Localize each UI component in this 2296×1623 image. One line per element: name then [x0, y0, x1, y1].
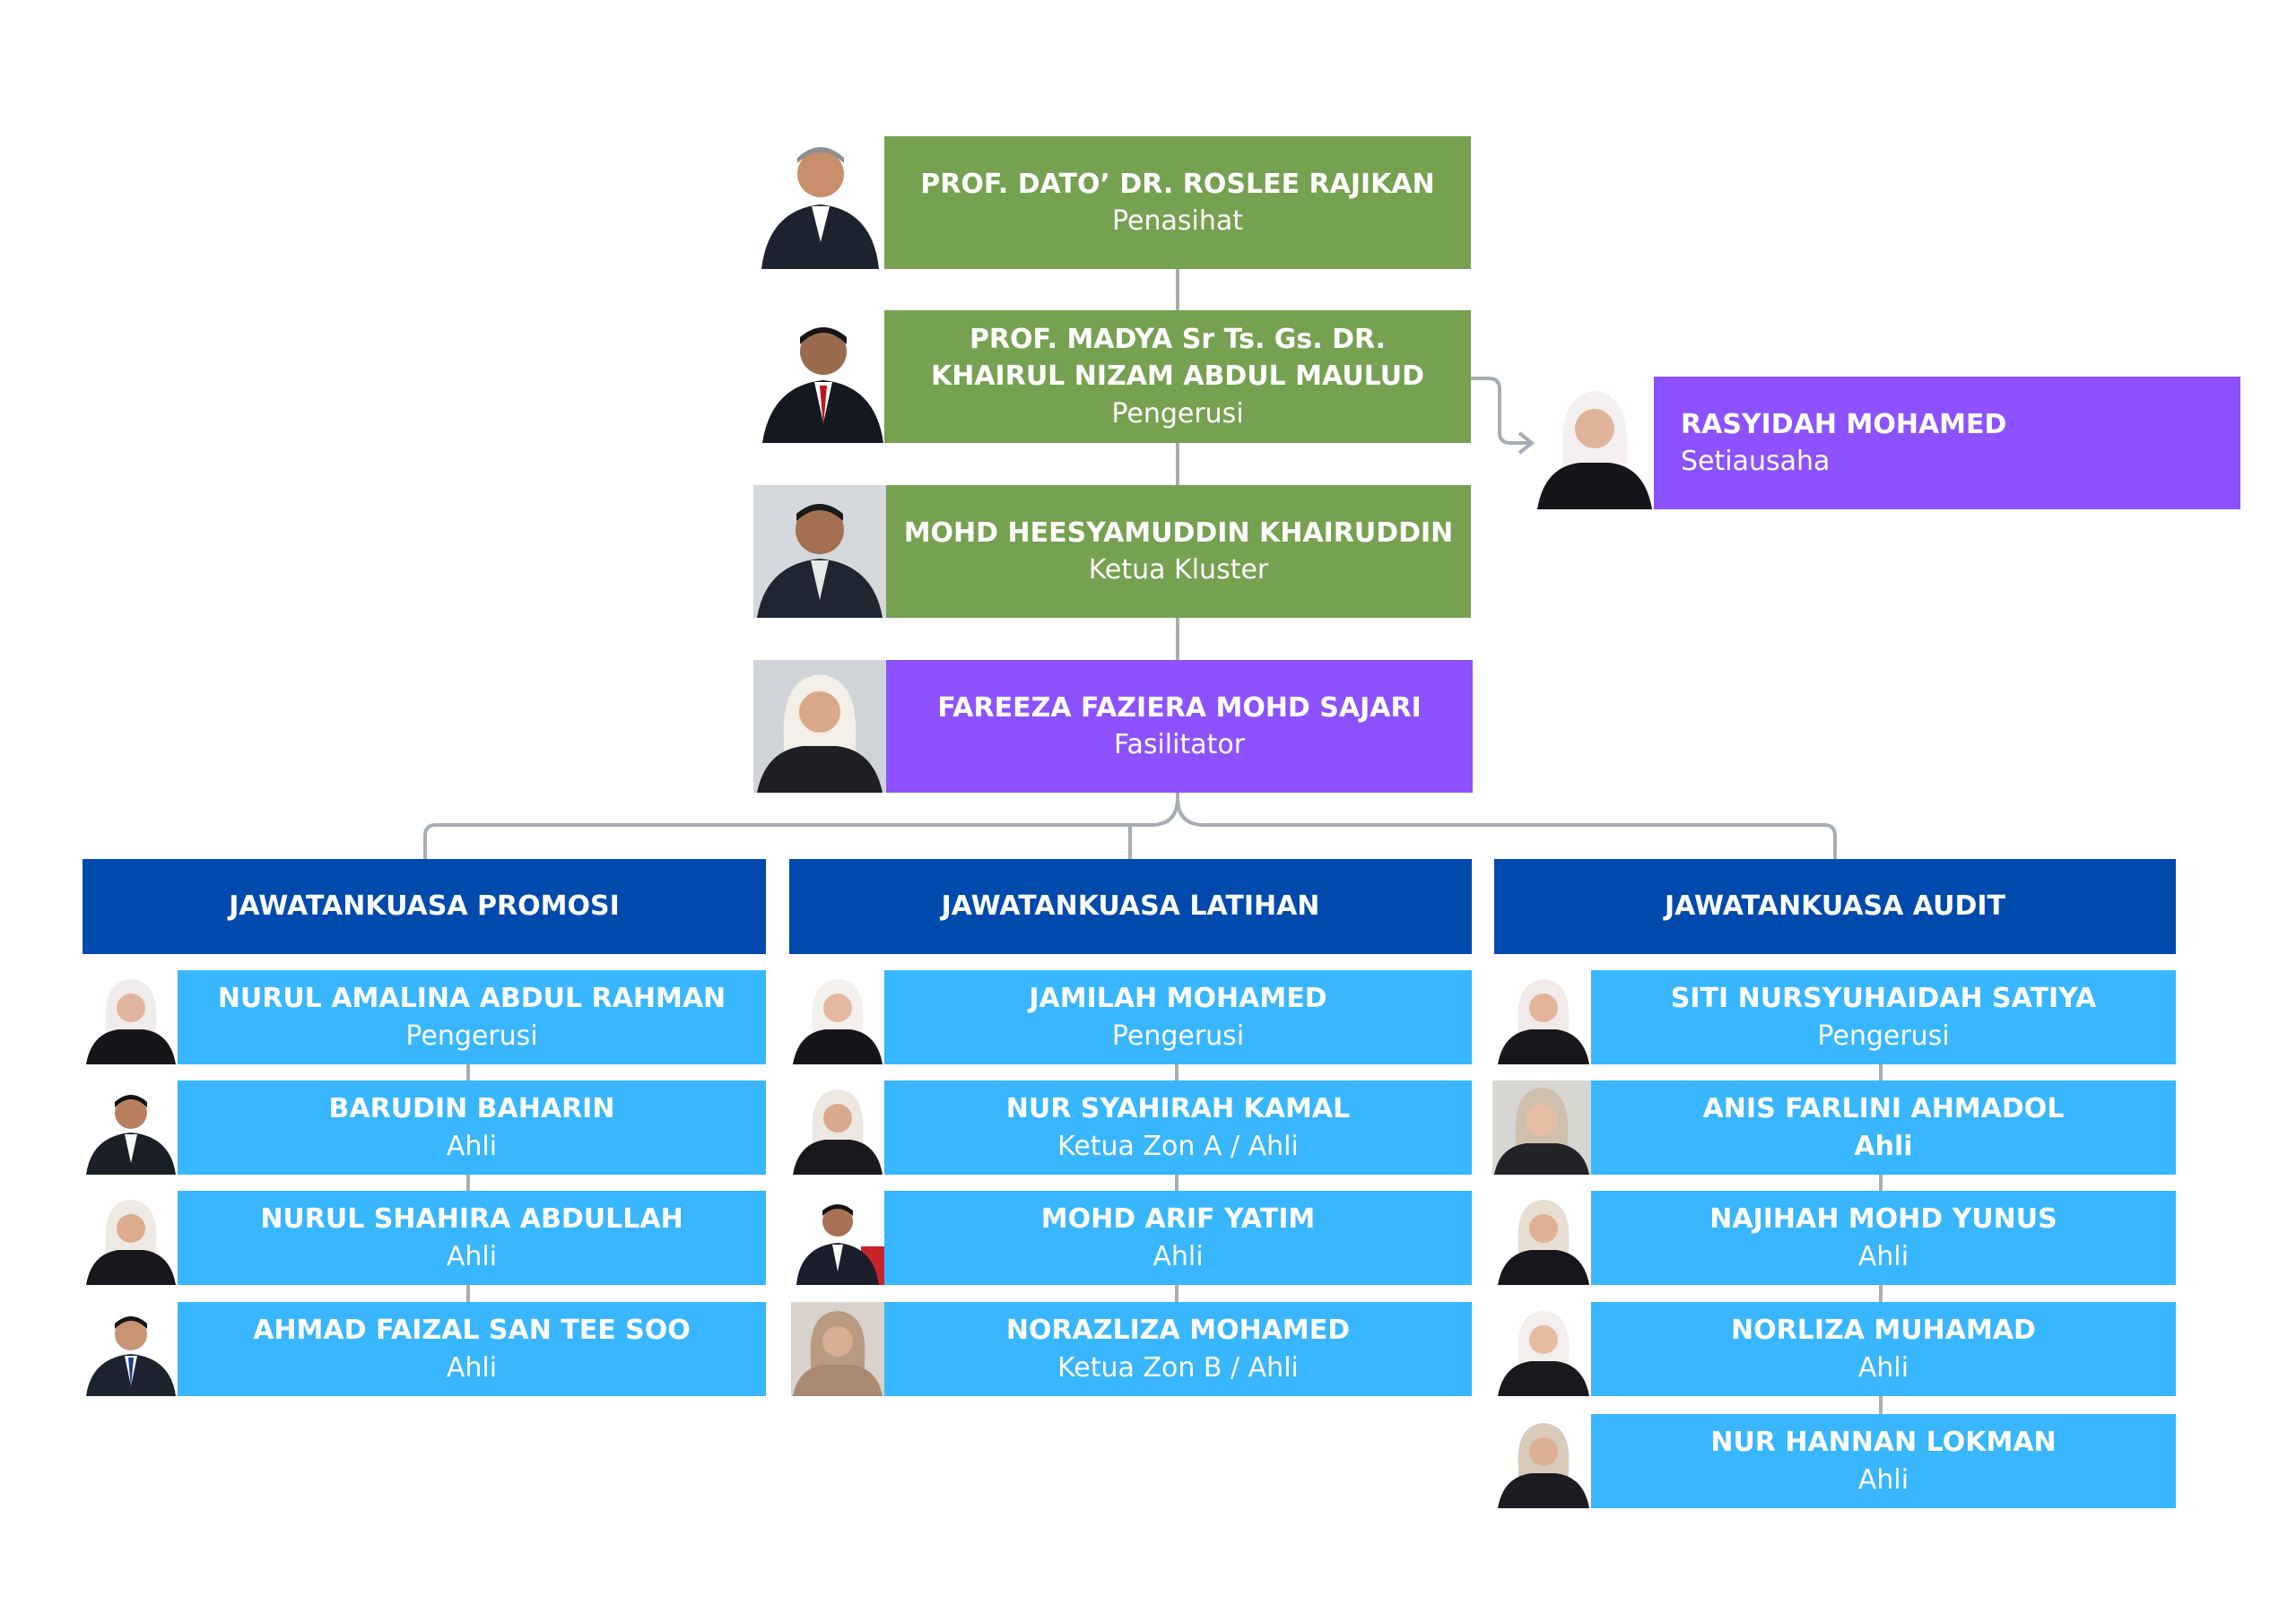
leader-name: MOHD HEESYAMUDDIN KHAIRUDDIN — [903, 516, 1454, 549]
leader-box-pengerusi: PROF. MADYA Sr Ts. Gs. DR. KHAIRUL NIZAM… — [884, 310, 1471, 443]
member-role: Pengerusi — [1111, 1020, 1245, 1052]
member-name: NURUL SHAHIRA ABDULLAH — [260, 1203, 683, 1236]
member-name: ANIS FARLINI AHMADOL — [1702, 1093, 2065, 1125]
leader-role: Fasilitator — [1113, 729, 1246, 760]
member-role: Ahli — [1857, 1463, 1909, 1496]
member-photo — [791, 1081, 884, 1175]
member-role: Ahli — [1854, 1130, 1913, 1162]
leader-role: Penasihat — [1111, 205, 1243, 237]
leader-role: Pengerusi — [1111, 397, 1244, 430]
member-photo — [1496, 1414, 1591, 1508]
member-photo — [791, 970, 884, 1064]
secretary-photo — [1535, 377, 1654, 509]
member-box: JAMILAH MOHAMED Pengerusi — [884, 970, 1472, 1064]
member-role: Ahli — [1857, 1351, 1909, 1384]
member-name: JAMILAH MOHAMED — [1029, 983, 1327, 1015]
leader-photo-4 — [753, 660, 886, 793]
member-photo — [1496, 1302, 1591, 1396]
leader-name-line1: PROF. MADYA Sr Ts. Gs. DR. — [969, 323, 1387, 355]
member-name: NAJIHAH MOHD YUNUS — [1709, 1203, 2057, 1236]
member-name: NUR SYAHIRAH KAMAL — [1005, 1093, 1351, 1125]
member-box: ANIS FARLINI AHMADOL Ahli — [1591, 1081, 2176, 1175]
member-name: NURUL AMALINA ABDUL RAHMAN — [217, 983, 726, 1015]
member-box: NORLIZA MUHAMAD Ahli — [1591, 1302, 2176, 1396]
member-photo — [791, 1191, 884, 1285]
secretary-box: RASYIDAH MOHAMED Setiausaha — [1654, 377, 2240, 509]
member-name: BARUDIN BAHARIN — [328, 1093, 615, 1125]
member-box: SITI NURSYUHAIDAH SATIYA Pengerusi — [1591, 970, 2176, 1064]
committee-header-latihan: JAWATANKUASA LATIHAN — [789, 859, 1472, 954]
committee-title: JAWATANKUASA AUDIT — [1665, 890, 2005, 923]
member-photo — [84, 1302, 178, 1396]
member-role: Ahli — [1857, 1240, 1909, 1272]
member-box: BARUDIN BAHARIN Ahli — [178, 1081, 766, 1175]
member-name: MOHD ARIF YATIM — [1040, 1203, 1316, 1236]
leader-box-penasihat: PROF. DATO’ DR. ROSLEE RAJIKAN Penasihat — [884, 136, 1471, 269]
member-box: NURUL SHAHIRA ABDULLAH Ahli — [178, 1191, 766, 1285]
member-box: NORAZLIZA MOHAMED Ketua Zon B / Ahli — [884, 1302, 1472, 1396]
leader-name: PROF. DATO’ DR. ROSLEE RAJIKAN — [920, 168, 1435, 200]
member-role: Ahli — [1152, 1240, 1204, 1272]
member-name: NUR HANNAN LOKMAN — [1710, 1427, 2057, 1459]
member-photo — [1496, 970, 1591, 1064]
member-name: AHMAD FAIZAL SAN TEE SOO — [253, 1315, 691, 1347]
leader-name-line2: KHAIRUL NIZAM ABDUL MAULUD — [930, 360, 1425, 393]
committee-title: JAWATANKUASA PROMOSI — [229, 890, 620, 923]
member-photo — [84, 1081, 178, 1175]
member-role: Ahli — [446, 1240, 498, 1272]
member-role: Pengerusi — [405, 1020, 538, 1052]
member-role: Pengerusi — [1817, 1020, 1950, 1052]
member-role: Ahli — [446, 1130, 498, 1162]
member-box: NUR HANNAN LOKMAN Ahli — [1591, 1414, 2176, 1508]
member-box: AHMAD FAIZAL SAN TEE SOO Ahli — [178, 1302, 766, 1396]
leader-name: FAREEZA FAZIERA MOHD SAJARI — [937, 691, 1422, 724]
member-box: NURUL AMALINA ABDUL RAHMAN Pengerusi — [178, 970, 766, 1064]
member-role: Ahli — [446, 1351, 498, 1384]
member-photo — [791, 1302, 884, 1396]
member-photo — [84, 1191, 178, 1285]
member-name: NORAZLIZA MOHAMED — [1005, 1315, 1351, 1347]
committee-header-promosi: JAWATANKUASA PROMOSI — [83, 859, 766, 954]
member-box: MOHD ARIF YATIM Ahli — [884, 1191, 1472, 1285]
member-photo — [84, 970, 178, 1064]
leader-box-ketua-kluster: MOHD HEESYAMUDDIN KHAIRUDDIN Ketua Klust… — [886, 485, 1471, 618]
leader-role: Ketua Kluster — [1088, 554, 1269, 586]
member-role: Ketua Zon B / Ahli — [1057, 1351, 1299, 1384]
member-box: NAJIHAH MOHD YUNUS Ahli — [1591, 1191, 2176, 1285]
member-photo — [1492, 1081, 1591, 1175]
member-role: Ketua Zon A / Ahli — [1057, 1130, 1299, 1162]
member-name: NORLIZA MUHAMAD — [1731, 1315, 2036, 1347]
leader-photo-3 — [753, 485, 886, 618]
member-name: SITI NURSYUHAIDAH SATIYA — [1670, 983, 2097, 1015]
leader-box-fasilitator: FAREEZA FAZIERA MOHD SAJARI Fasilitator — [886, 660, 1473, 793]
leader-photo-1 — [756, 136, 884, 269]
committee-header-audit: JAWATANKUASA AUDIT — [1494, 859, 2176, 954]
secretary-role: Setiausaha — [1681, 446, 1831, 477]
secretary-name: RASYIDAH MOHAMED — [1681, 408, 2007, 440]
committee-title: JAWATANKUASA LATIHAN — [941, 890, 1320, 923]
member-photo — [1496, 1191, 1591, 1285]
member-box: NUR SYAHIRAH KAMAL Ketua Zon A / Ahli — [884, 1081, 1472, 1175]
leader-photo-2 — [759, 310, 887, 443]
